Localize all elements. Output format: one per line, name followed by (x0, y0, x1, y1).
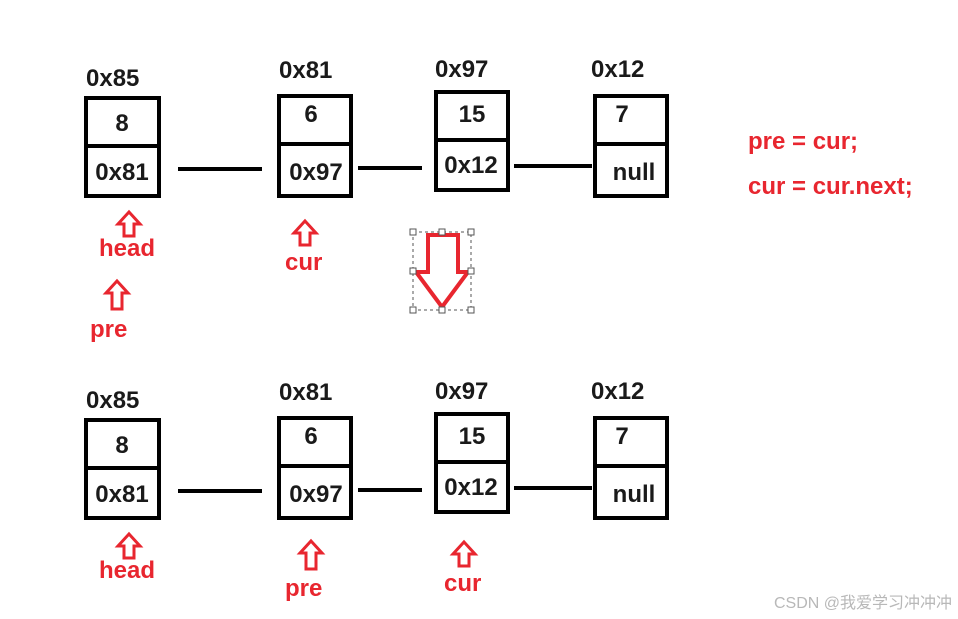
row-after: 0x85 8 0x81 0x81 6 0x97 0x97 15 0x12 0x1… (84, 378, 669, 602)
resize-handle[interactable] (467, 267, 475, 275)
pointer-label: pre (90, 316, 127, 343)
node-address: 0x97 (435, 378, 488, 405)
down-arrow-icon (412, 233, 472, 311)
node-address: 0x81 (279, 379, 332, 406)
node-next-cell (434, 138, 510, 192)
node-value: 15 (459, 423, 486, 450)
pointer-head: head (99, 209, 155, 262)
node-value-cell (593, 94, 669, 146)
node-next-cell (277, 142, 353, 198)
list-node: 0x81 6 0x97 (277, 379, 353, 520)
node-address: 0x12 (591, 56, 644, 83)
node-next: 0x12 (444, 152, 497, 179)
watermark: CSDN @我爱学习冲冲冲 (774, 594, 952, 612)
pointer-label: head (99, 557, 155, 584)
up-arrow-icon (114, 531, 144, 560)
node-next-cell (593, 142, 669, 198)
pointer-label: cur (285, 249, 322, 276)
node-next: null (613, 481, 656, 508)
row-before: 0x85 8 0x81 0x81 6 0x97 0x97 15 0x12 0x1… (84, 56, 669, 343)
resize-handle[interactable] (409, 267, 417, 275)
pointer-label: pre (285, 575, 322, 602)
list-node: 0x81 6 0x97 (277, 57, 353, 198)
list-node: 0x85 8 0x81 (84, 65, 161, 198)
node-value: 8 (115, 110, 128, 137)
pointer-cur: cur (444, 539, 481, 597)
transition-arrow (409, 228, 475, 314)
node-value: 6 (304, 423, 317, 450)
node-value: 6 (304, 101, 317, 128)
node-next-cell (84, 466, 161, 520)
node-value: 15 (459, 101, 486, 128)
pointer-pre: pre (90, 278, 132, 343)
node-value-cell (277, 94, 353, 146)
node-next: 0x81 (95, 481, 148, 508)
pointer-label: head (99, 235, 155, 262)
code-line: pre = cur; (748, 128, 858, 155)
node-next: 0x12 (444, 474, 497, 501)
resize-handle[interactable] (438, 228, 446, 236)
node-value: 7 (615, 423, 628, 450)
node-next: null (613, 159, 656, 186)
node-address: 0x97 (435, 56, 488, 83)
resize-handle[interactable] (438, 306, 446, 314)
code-line: cur = cur.next; (748, 173, 913, 200)
resize-handle[interactable] (467, 306, 475, 314)
list-node: 0x97 15 0x12 (434, 378, 510, 514)
node-value-cell (593, 416, 669, 468)
up-arrow-icon (449, 539, 479, 568)
node-value: 7 (615, 101, 628, 128)
pointer-label: cur (444, 570, 481, 597)
resize-handle[interactable] (409, 306, 417, 314)
node-address: 0x81 (279, 57, 332, 84)
resize-handle[interactable] (409, 228, 417, 236)
pointer-pre: pre (285, 538, 326, 602)
list-node: 0x12 7 null (591, 56, 669, 198)
node-value-cell (277, 416, 353, 468)
node-address: 0x85 (86, 387, 139, 414)
pointer-head: head (99, 531, 155, 584)
node-next: 0x81 (95, 159, 148, 186)
node-value-cell (84, 96, 161, 148)
node-address: 0x12 (591, 378, 644, 405)
pointer-cur: cur (285, 218, 322, 276)
node-value: 8 (115, 432, 128, 459)
resize-handle[interactable] (467, 228, 475, 236)
up-arrow-icon (102, 278, 132, 311)
node-next: 0x97 (289, 159, 342, 186)
node-next: 0x97 (289, 481, 342, 508)
list-node: 0x85 8 0x81 (84, 387, 161, 520)
list-node: 0x97 15 0x12 (434, 56, 510, 192)
node-value-cell (434, 412, 510, 464)
up-arrow-icon (296, 538, 326, 571)
code-snippet: pre = cur; cur = cur.next; (748, 128, 913, 200)
up-arrow-icon (290, 218, 320, 247)
node-next-cell (593, 464, 669, 520)
node-address: 0x85 (86, 65, 139, 92)
list-node: 0x12 7 null (591, 378, 669, 520)
node-next-cell (277, 464, 353, 520)
up-arrow-icon (114, 209, 144, 238)
node-next-cell (434, 460, 510, 514)
node-next-cell (84, 144, 161, 198)
